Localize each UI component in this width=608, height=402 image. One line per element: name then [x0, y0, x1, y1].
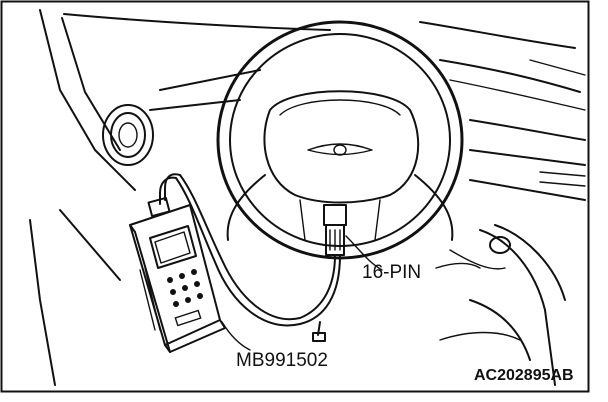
dashboard-outline	[29, 9, 586, 386]
diagnostic-connector	[323, 204, 347, 256]
connector-label: 16-PIN	[362, 262, 421, 283]
steering-wheel	[216, 20, 464, 260]
tool-label: MB991502	[236, 350, 328, 371]
figure-border	[0, 0, 590, 393]
tester-cable	[159, 173, 341, 342]
figure-code-label: AC202895AB	[474, 367, 574, 384]
tester-keypad	[167, 269, 203, 327]
connector-pointer	[435, 262, 481, 269]
handheld-tester	[129, 196, 226, 353]
connector-leader-line	[345, 235, 383, 271]
center-console	[439, 224, 566, 386]
air-vent	[102, 104, 154, 166]
tool-leader-line	[221, 321, 251, 351]
